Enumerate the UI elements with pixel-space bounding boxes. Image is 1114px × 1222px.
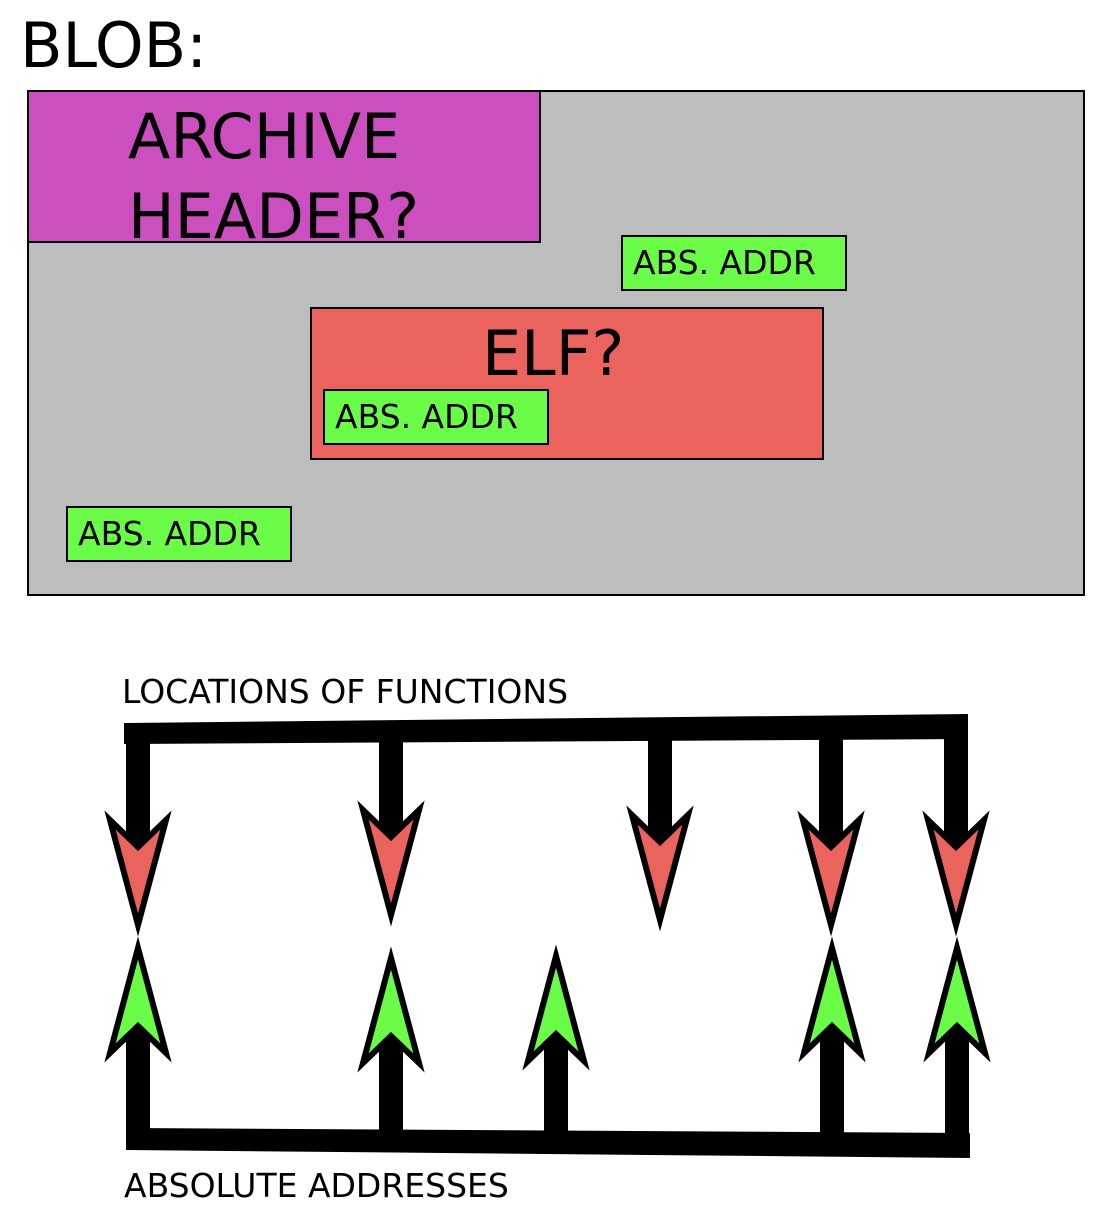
up-arrow-head [104, 936, 172, 1063]
locations-of-functions-label: LOCATIONS OF FUNCTIONS [122, 672, 569, 711]
top-bus-line [124, 714, 968, 744]
archive-header-label: ARCHIVE HEADER? [128, 100, 420, 253]
blob-title: BLOB: [20, 9, 208, 82]
abs-addr-box-lower-left: ABS. ADDR [66, 506, 292, 562]
abs-addr-box-inside-elf: ABS. ADDR [323, 389, 549, 445]
up-arrow-head [798, 936, 866, 1063]
down-arrow-head [357, 800, 425, 927]
down-arrow-head [104, 810, 172, 937]
function-location-arrows [104, 730, 990, 937]
bottom-bus-line [126, 1128, 970, 1158]
up-arrow-head [357, 946, 425, 1073]
absolute-address-arrows [104, 936, 991, 1140]
up-arrow-head [923, 936, 991, 1063]
down-arrow-head [626, 805, 694, 932]
absolute-addresses-label: ABSOLUTE ADDRESSES [124, 1166, 509, 1205]
up-arrow-head [522, 944, 590, 1071]
elf-box [310, 307, 824, 460]
abs-addr-box-upper-right: ABS. ADDR [621, 235, 847, 291]
down-arrow-head [922, 810, 990, 937]
elf-label: ELF? [482, 317, 625, 390]
archive-header-box [27, 90, 541, 243]
down-arrow-head [797, 810, 865, 937]
